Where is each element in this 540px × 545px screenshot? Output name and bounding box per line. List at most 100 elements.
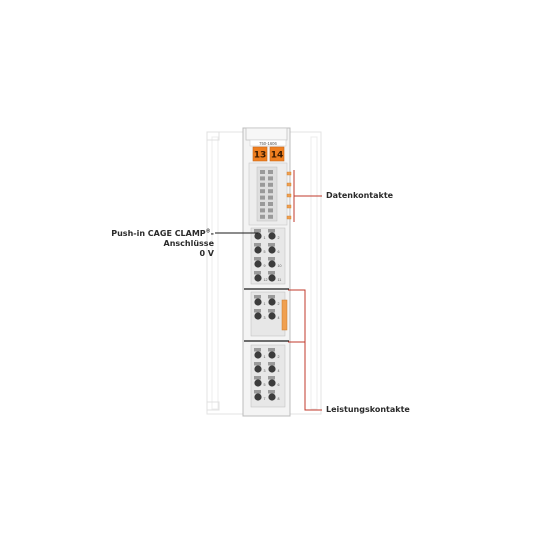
clamp-release [254, 362, 261, 366]
data-contact [286, 204, 292, 209]
led-window-inner [256, 166, 278, 222]
wire-entry [268, 351, 276, 359]
wire-entry [254, 312, 262, 320]
led-slot [268, 170, 273, 174]
wire-entry [268, 246, 276, 254]
terminal-number: 11 [278, 278, 282, 282]
data-contacts-label: Datenkontakte [326, 191, 394, 200]
terminal-number: 6 [278, 250, 280, 254]
module-top-cap [245, 127, 288, 141]
led-slot [260, 202, 265, 206]
marker-right [269, 146, 285, 162]
terminal-number: 12 [264, 278, 268, 282]
marker-left [252, 146, 268, 162]
marker-left-number: 13 [254, 151, 267, 161]
clamp-release [268, 376, 275, 380]
terminal-number: 4 [278, 369, 280, 373]
data-contact [286, 171, 292, 176]
led-slot [268, 202, 273, 206]
power-contacts-leader-1 [288, 289, 322, 411]
wire-entry [268, 312, 276, 320]
terminal-number: 1 [264, 236, 266, 240]
clamp-release [254, 257, 261, 261]
power-contact-bar [281, 299, 288, 331]
terminal-number: 10 [278, 264, 282, 268]
terminal-number: 1 [264, 355, 266, 359]
push-in-line2: Anschlüsse [163, 239, 214, 248]
led-slot [268, 176, 273, 181]
marker-right-number: 14 [271, 151, 284, 161]
led-slot [268, 214, 273, 219]
terminal-number: 5 [264, 250, 266, 254]
din-rail-inner-right [310, 136, 318, 410]
clamp-release [254, 295, 261, 299]
terminal-number: 9 [264, 264, 266, 268]
push-in-label: Push-in CAGE CLAMP®- Anschlüsse 0 V [111, 229, 214, 259]
wire-entry [254, 365, 262, 373]
clamp-release [254, 229, 261, 233]
clamp-release [254, 376, 261, 380]
led-slot [260, 182, 265, 187]
wire-entry [268, 365, 276, 373]
terminal-number: 3 [264, 369, 266, 373]
data-contact-ticks [286, 171, 292, 220]
push-in-line3: 0 V [199, 249, 214, 258]
push-in-line1: Push-in CAGE CLAMP [111, 229, 206, 238]
terminal-number: 2 [278, 236, 280, 240]
wire-entry [268, 232, 276, 240]
wire-entry [254, 274, 262, 282]
wire-entry [268, 379, 276, 387]
wire-entry [268, 274, 276, 282]
wire-entry [254, 379, 262, 387]
clamp-release [254, 390, 261, 394]
wire-entry [268, 393, 276, 401]
clamp-release [268, 271, 275, 275]
wire-entry [254, 260, 262, 268]
clamp-release [268, 348, 275, 352]
led-slot [260, 176, 265, 181]
led-slot [268, 182, 273, 187]
led-slot [268, 195, 273, 200]
led-slot [260, 208, 265, 213]
wire-entry [254, 298, 262, 306]
terminal-number: 8 [278, 397, 280, 401]
terminal-number: 4 [278, 316, 280, 320]
wire-entry [254, 393, 262, 401]
clamp-release [268, 390, 275, 394]
led-slot [260, 170, 265, 174]
data-contact [286, 215, 292, 220]
led-slot [260, 214, 265, 219]
din-rail-inner-left [211, 136, 219, 410]
clamp-release [254, 271, 261, 275]
power-contacts-label: Leistungskontakte [326, 405, 410, 414]
terminal-number: 3 [264, 316, 266, 320]
clamp-release [254, 309, 261, 313]
wire-entry [254, 246, 262, 254]
part-number: 750-1606 [259, 141, 277, 146]
led-slot [268, 208, 273, 213]
push-in-suffix: - [210, 229, 214, 238]
terminal-number: 2 [278, 355, 280, 359]
wire-entry [268, 298, 276, 306]
clamp-release [254, 243, 261, 247]
led-slot [268, 189, 273, 194]
wire-entry [254, 351, 262, 359]
clamp-release [268, 295, 275, 299]
wire-entry [268, 260, 276, 268]
wire-entry [254, 232, 262, 240]
terminal-number: 5 [264, 383, 266, 387]
data-contact [286, 182, 292, 187]
led-slot [260, 189, 265, 194]
clamp-release [268, 362, 275, 366]
led-slot [260, 195, 265, 200]
rail-clip-bottom [206, 401, 220, 411]
terminal-number: 6 [278, 383, 280, 387]
rail-clip-top [206, 131, 220, 141]
clamp-release [268, 257, 275, 261]
clamp-release [268, 243, 275, 247]
clamp-release [268, 229, 275, 233]
part-number-plate [249, 139, 287, 147]
